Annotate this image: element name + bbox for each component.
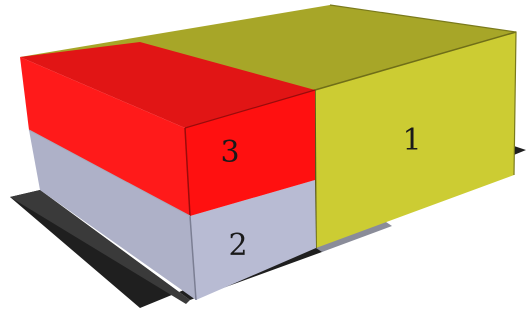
block-1-front-face <box>315 32 516 248</box>
block-2-label: 2 <box>228 228 247 263</box>
block-2: 2 <box>29 130 316 301</box>
block-3-label: 3 <box>220 135 239 170</box>
block-3-top <box>20 42 315 128</box>
block-2-front-face <box>190 180 316 300</box>
block-3-left-face <box>20 57 190 216</box>
block-3-front-face <box>185 90 315 216</box>
block-2-left-face <box>29 130 196 300</box>
block-1-label: 1 <box>402 123 421 158</box>
block-3: 3 <box>20 42 316 217</box>
